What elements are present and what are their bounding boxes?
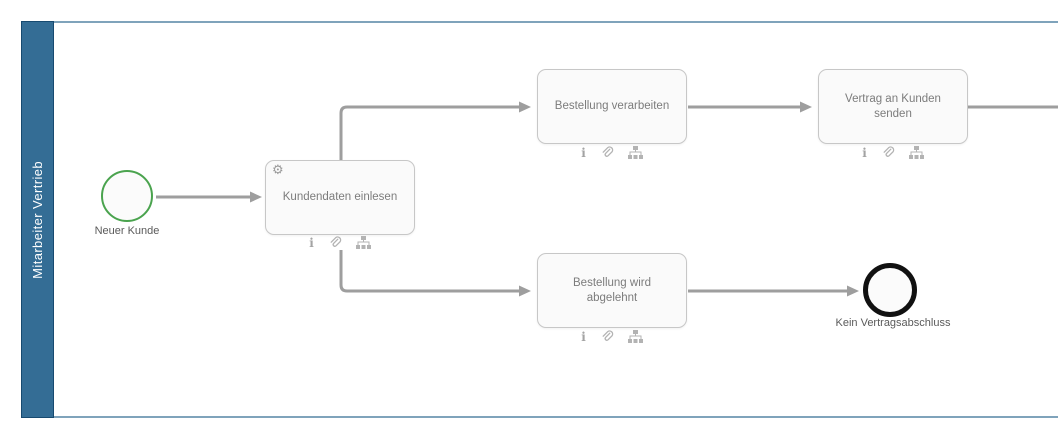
orgchart-icon[interactable]: [627, 146, 643, 159]
flow-start-to-read-customer[interactable]: [156, 191, 262, 203]
info-icon[interactable]: i: [309, 235, 314, 250]
info-icon[interactable]: i: [862, 145, 867, 160]
paperclip-icon[interactable]: [600, 329, 614, 344]
task-bestellung-wird-abgelehnt[interactable]: Bestellung wird abgelehnt: [537, 253, 687, 328]
flow-read-customer-to-order-rejected[interactable]: [339, 250, 531, 297]
end-event-label: Kein Vertragsabschluss: [835, 317, 951, 329]
pool-top-border: [21, 21, 1058, 23]
task-kundendaten-einlesen[interactable]: ⚙ Kundendaten einlesen: [265, 160, 415, 235]
start-event-label: Neuer Kunde: [94, 225, 160, 237]
task-bestellung-verarbeiten[interactable]: Bestellung verarbeiten: [537, 69, 687, 144]
lane-header-mitarbeiter-vertrieb[interactable]: Mitarbeiter Vertrieb: [21, 21, 54, 418]
task-marker-badges: i: [818, 145, 968, 160]
pool-bottom-border: [21, 416, 1058, 418]
task-label: Bestellung wird abgelehnt: [573, 276, 651, 304]
flow-process-order-to-send-contract[interactable]: [688, 101, 812, 113]
info-icon[interactable]: i: [581, 145, 586, 160]
flow-order-rejected-to-end[interactable]: [688, 285, 859, 297]
task-label: Vertrag an Kunden senden: [845, 92, 941, 120]
task-marker-badges: i: [265, 235, 415, 250]
orgchart-icon[interactable]: [627, 330, 643, 343]
task-marker-badges: i: [537, 145, 687, 160]
task-vertrag-an-kunden-senden[interactable]: Vertrag an Kunden senden: [818, 69, 968, 144]
paperclip-icon[interactable]: [881, 145, 895, 160]
paperclip-icon[interactable]: [328, 235, 342, 250]
gear-icon: ⚙: [272, 163, 284, 178]
end-event-kein-vertragsabschluss[interactable]: [863, 263, 917, 317]
start-event-neuer-kunde[interactable]: [101, 170, 153, 222]
flow-read-customer-to-process-order[interactable]: [339, 101, 531, 161]
task-label: Bestellung verarbeiten: [554, 100, 670, 113]
task-label: Kundendaten einlesen: [282, 191, 398, 204]
orgchart-icon[interactable]: [908, 146, 924, 159]
task-marker-badges: i: [537, 329, 687, 344]
orgchart-icon[interactable]: [355, 236, 371, 249]
paperclip-icon[interactable]: [600, 145, 614, 160]
info-icon[interactable]: i: [581, 329, 586, 344]
